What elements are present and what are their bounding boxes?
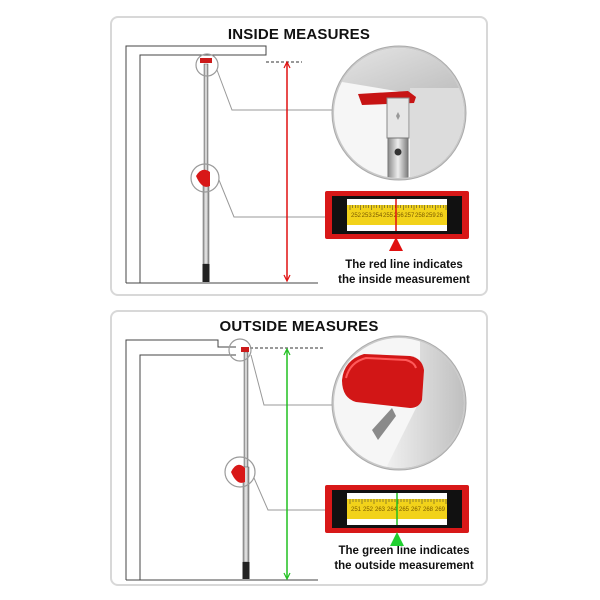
outside-caption-line1: The green line indicates [338, 545, 470, 557]
outside-leader-lines [250, 354, 333, 511]
inside-tape-number: 258 [415, 213, 426, 219]
outside-zoom-view [331, 335, 467, 471]
inside-tape-number: 256 [394, 213, 405, 219]
inside-tape-number: 259 [426, 213, 437, 219]
inside-tape-ticks [349, 205, 447, 210]
outside-indicator [390, 493, 404, 546]
inside-tape-number: 26 [436, 213, 443, 219]
inside-tape-number: 255 [383, 213, 394, 219]
inside-tape-window [325, 191, 469, 239]
inside-highlight-circles [190, 53, 220, 193]
outside-door-frame [125, 339, 318, 581]
outside-tape-number: 268 [423, 507, 434, 513]
outside-pole [231, 347, 250, 579]
inside-indicator [389, 199, 403, 251]
outside-tape-number: 263 [375, 507, 386, 513]
outside-tape-number: 252 [363, 507, 374, 513]
inside-door-frame [125, 45, 318, 284]
inside-leader-lines [216, 69, 336, 218]
outside-green-measure-line [283, 347, 291, 581]
inside-panel-title: INSIDE MEASURES [227, 26, 371, 43]
inside-tape-number: 252 [351, 213, 362, 219]
outside-tape-number: 267 [411, 507, 422, 513]
inside-caption: The red line indicates the inside measur… [319, 258, 489, 288]
outside-panel-title: OUTSIDE MEASURES [219, 318, 379, 335]
inside-caption-line1: The red line indicates [345, 259, 463, 271]
inside-tape-number: 254 [372, 213, 383, 219]
inside-tape-number: 257 [404, 213, 415, 219]
outside-caption: The green line indicates the outside mea… [319, 544, 489, 574]
inside-pole [196, 58, 212, 282]
outside-tape-number: 251 [351, 507, 362, 513]
outside-tape-number: 269 [435, 507, 446, 513]
outside-caption-line2: the outside measurement [334, 560, 474, 572]
outside-tape-ticks [349, 499, 447, 504]
inside-tape-number: 253 [362, 213, 373, 219]
inside-red-measure-line [283, 60, 291, 283]
outside-tape-number: 264 [387, 507, 398, 513]
inside-caption-line2: the inside measurement [338, 274, 470, 286]
inside-zoom-view [331, 45, 467, 181]
outside-highlight-circles [224, 338, 256, 488]
outside-tape-number: 265 [399, 507, 410, 513]
